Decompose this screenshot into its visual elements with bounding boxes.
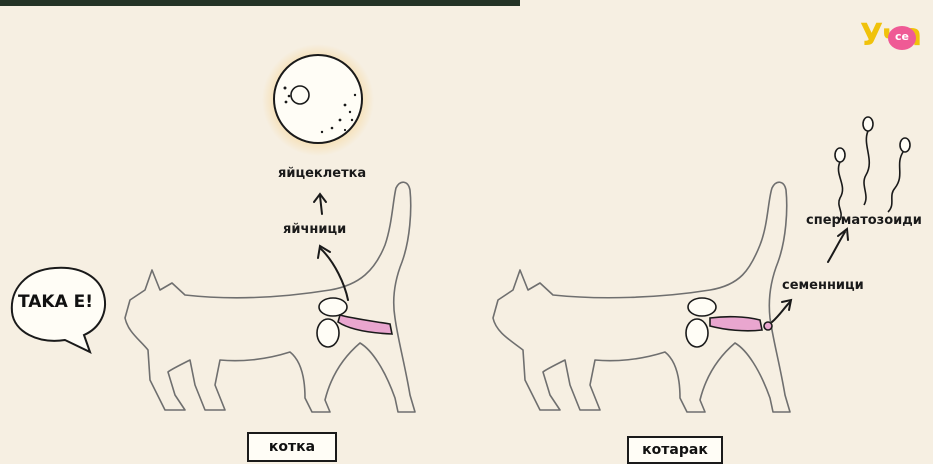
caption-female-cat: котка xyxy=(247,432,337,462)
female-ovary-organs xyxy=(317,298,392,347)
label-testes: семенници xyxy=(782,278,864,293)
logo-badge: се xyxy=(888,26,916,50)
female-cat xyxy=(125,182,415,412)
male-testes-organs xyxy=(686,298,772,347)
speech-bubble-text: TAKA E! xyxy=(18,292,93,312)
label-sperm-cells: сперматозоиди xyxy=(806,213,922,228)
male-cat xyxy=(493,182,790,412)
label-egg-cell: яйцеклетка xyxy=(278,166,366,181)
caption-male-cat: котарак xyxy=(627,436,723,464)
female-arrows xyxy=(314,194,348,300)
sperm-cells xyxy=(835,117,910,220)
egg-cell xyxy=(262,44,374,156)
label-ovaries: яйчници xyxy=(283,222,346,237)
